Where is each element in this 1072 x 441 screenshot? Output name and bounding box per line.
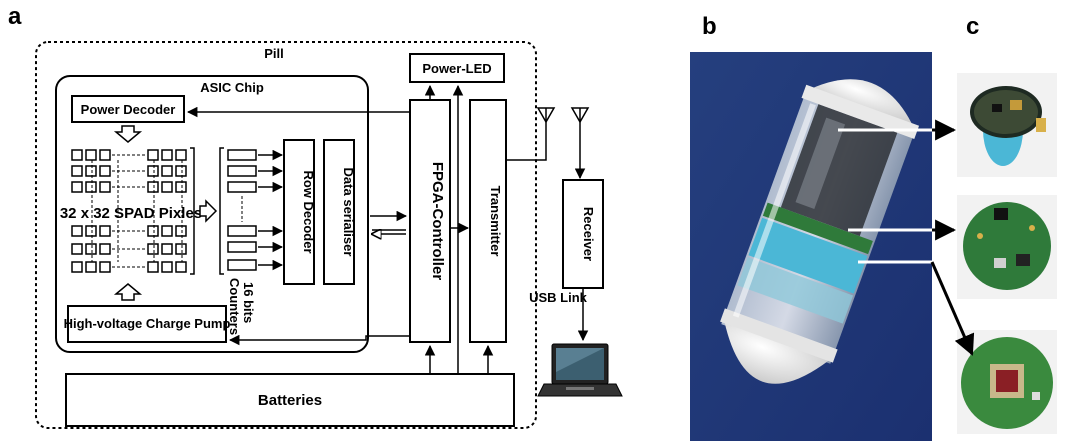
power-decoder-label: Power Decoder — [81, 102, 176, 117]
spad-pixel — [175, 225, 187, 237]
spad-pixel — [161, 165, 173, 177]
asic-chip-label: ASIC Chip — [200, 80, 264, 95]
spad-pixel — [85, 261, 97, 273]
fpga-box — [409, 99, 451, 343]
panel-letter-c: c — [966, 13, 979, 40]
batteries-box — [65, 373, 515, 427]
pill-label: Pill — [264, 46, 284, 61]
spad-pixel — [161, 261, 173, 273]
spad-pixel — [99, 261, 111, 273]
antenna-icon — [536, 107, 556, 124]
spad-pixel — [161, 243, 173, 255]
row-decoder-box — [283, 139, 315, 285]
panel-letter-a: a — [8, 3, 22, 30]
spad-pixel — [85, 225, 97, 237]
spad-pixel — [99, 225, 111, 237]
spad-pixel — [71, 165, 83, 177]
spad-pixel — [161, 181, 173, 193]
spad-pixel — [147, 149, 159, 161]
charge-pump-box — [67, 305, 227, 343]
spad-pixel — [99, 243, 111, 255]
counter-cell — [227, 165, 257, 177]
asic-chip-box — [55, 75, 369, 353]
counter-cell — [227, 225, 257, 237]
spad-pixel — [85, 165, 97, 177]
counter-cell — [227, 241, 257, 253]
power-decoder-box — [71, 95, 185, 123]
spad-pixel — [161, 225, 173, 237]
spad-pixel — [71, 243, 83, 255]
charge-pump-label: High-voltage Charge Pump — [64, 316, 231, 331]
spad-pixel — [175, 165, 187, 177]
spad-pixel — [85, 181, 97, 193]
data-serialiser-label: Data serialiser — [341, 168, 356, 257]
transmitter-label: Transmitter — [488, 186, 503, 257]
hollow-arrow-down-icon — [113, 125, 143, 143]
spad-pixel — [71, 181, 83, 193]
batteries-label: Batteries — [258, 392, 322, 409]
laptop-icon — [537, 343, 623, 397]
receiver-label: Receiver — [581, 207, 596, 261]
spad-array: 32 x 32 SPAD Pixles — [60, 147, 202, 275]
transmitter-box — [469, 99, 507, 343]
spad-pixel — [175, 149, 187, 161]
receiver-box — [562, 179, 604, 289]
power-led-label: Power-LED — [422, 61, 491, 76]
spad-pixel — [71, 261, 83, 273]
row-decoder-label: Row Decoder — [301, 170, 316, 253]
spad-pixel — [175, 181, 187, 193]
spad-pixel — [99, 165, 111, 177]
spad-pixel — [71, 149, 83, 161]
power-led-box — [409, 53, 505, 83]
spad-pixel — [147, 243, 159, 255]
counter-bracket — [219, 147, 224, 275]
counter-bits-label: 16 bits — [241, 282, 256, 323]
pcb-photo-middle — [957, 195, 1057, 299]
hollow-arrow-right-icon — [199, 199, 218, 223]
spad-pixel — [175, 261, 187, 273]
usb-link-label: USB Link — [529, 290, 588, 305]
pcb-photo-bottom — [957, 330, 1057, 434]
spad-label: 32 x 32 SPAD Pixles — [60, 205, 202, 222]
pill-photo — [690, 52, 932, 441]
spad-pixel — [85, 149, 97, 161]
counter-cell — [227, 259, 257, 271]
spad-pixel — [175, 243, 187, 255]
spad-pixel — [71, 225, 83, 237]
spad-pixel — [161, 149, 173, 161]
counter-column — [227, 149, 284, 271]
spad-pixel — [85, 243, 97, 255]
pcb-photo-top — [957, 73, 1057, 177]
spad-pixel — [99, 149, 111, 161]
connections — [186, 84, 589, 374]
spad-bracket — [190, 147, 195, 275]
spad-pixel — [99, 181, 111, 193]
counter-cell — [227, 149, 257, 161]
fpga-label: FPGA-Controller — [429, 162, 446, 280]
hollow-arrow-up-icon — [113, 283, 143, 301]
antenna-icon — [570, 107, 590, 124]
panel-letter-b: b — [702, 13, 717, 40]
counter-label: Counters — [227, 278, 242, 335]
spad-pixel — [147, 261, 159, 273]
spad-grid — [71, 149, 187, 273]
spad-pixel — [147, 225, 159, 237]
spad-pixel — [147, 181, 159, 193]
counter-cell — [227, 181, 257, 193]
data-serialiser-box — [323, 139, 355, 285]
spad-pixel — [147, 165, 159, 177]
pointer-lines — [838, 119, 975, 356]
